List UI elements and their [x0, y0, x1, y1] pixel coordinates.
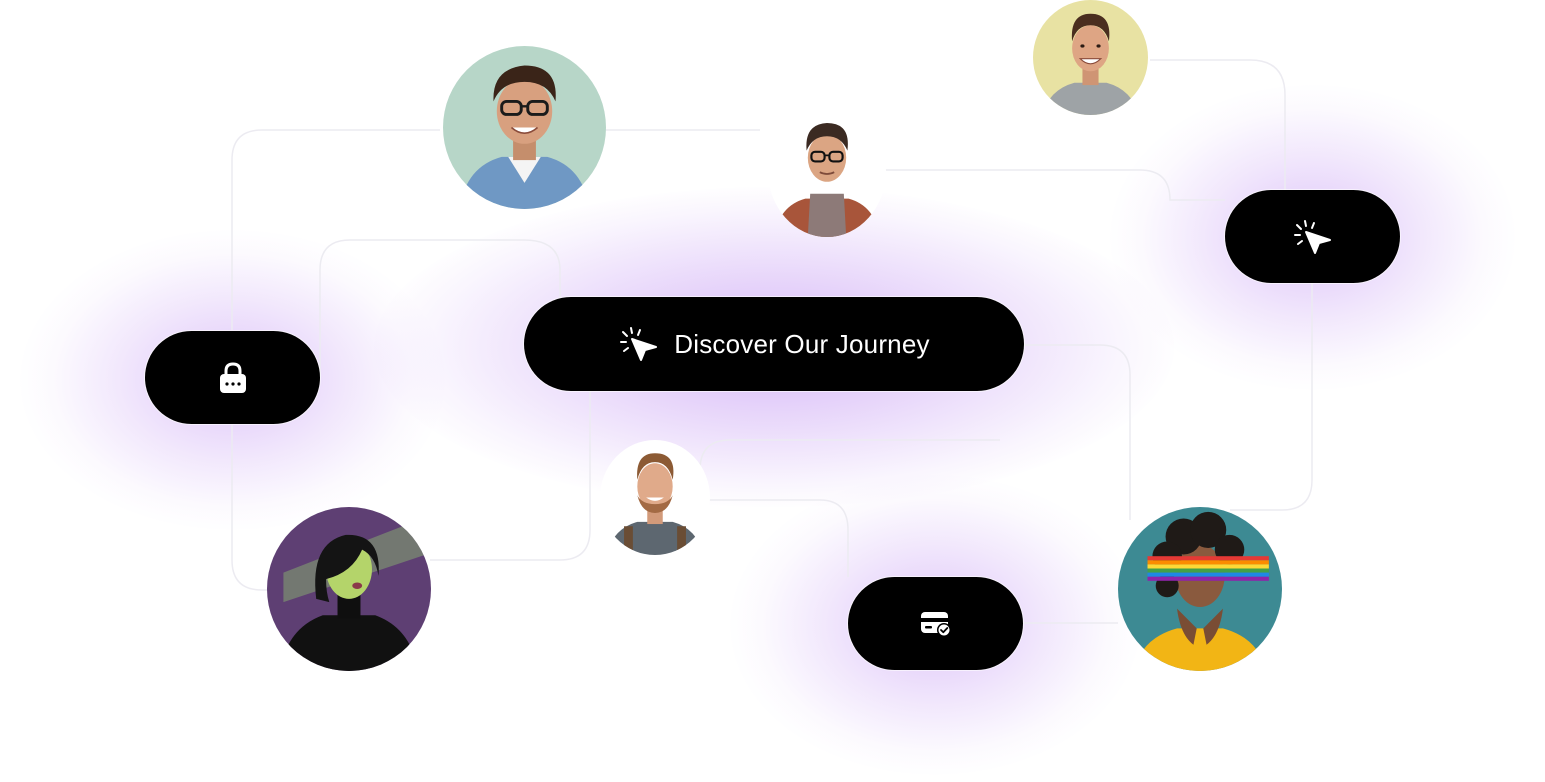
avatar-man-beard-backpack: [600, 440, 710, 555]
card-check-icon: [919, 609, 953, 639]
lock-icon: [217, 361, 249, 395]
avatar-man-glasses-turtleneck: [768, 105, 886, 237]
cursor-click-icon: [1292, 218, 1334, 256]
avatar-man-glasses-denim: [443, 46, 606, 209]
cursor-click-icon: [618, 325, 660, 363]
discover-journey-label: Discover Our Journey: [674, 328, 930, 359]
lock-button[interactable]: [145, 331, 320, 424]
avatar-man-smiling-grey: [1033, 0, 1148, 115]
avatar-woman-rainbow-glasses: [1118, 507, 1282, 671]
cursor-button[interactable]: [1225, 190, 1400, 283]
payment-button[interactable]: [848, 577, 1023, 670]
avatar-woman-neon-light: [267, 507, 431, 671]
discover-journey-button[interactable]: Discover Our Journey: [524, 297, 1024, 391]
